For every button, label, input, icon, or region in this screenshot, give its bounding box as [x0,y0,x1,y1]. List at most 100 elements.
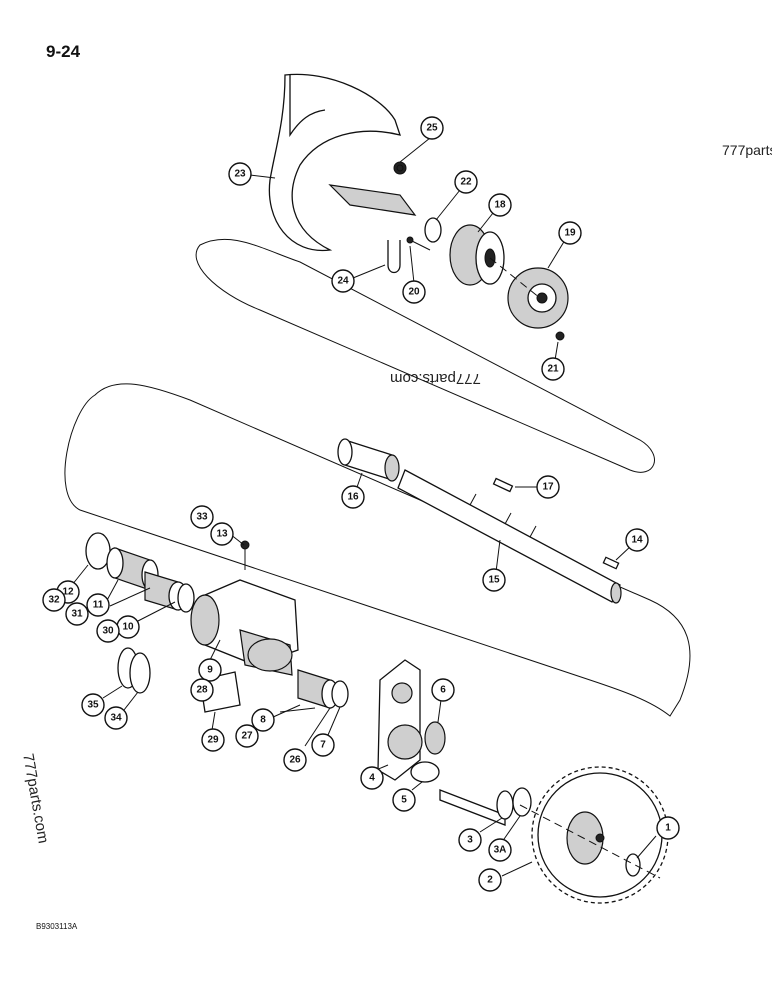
svg-text:14: 14 [631,535,643,546]
callout-14: 14 [625,528,649,552]
callout-6: 6 [431,678,455,702]
callout-33: 33 [190,505,214,529]
large-sprocket-2 [531,766,669,904]
callout-35: 35 [81,693,105,717]
nut-25 [396,164,404,172]
bolt-head [406,236,414,244]
callout-22: 22 [454,170,478,194]
svg-text:31: 31 [71,609,83,620]
svg-text:3: 3 [467,835,473,846]
callout-21: 21 [541,357,565,381]
nut-21 [555,331,565,341]
svg-text:26: 26 [289,755,301,766]
u-bolt [387,240,401,274]
callout-11: 11 [86,593,110,617]
svg-text:16: 16 [347,492,359,503]
arm-4 [377,659,423,781]
watermark-right: 777parts [722,142,772,158]
callout-20: 20 [402,280,426,304]
shaft-15 [397,469,622,604]
callout-9: 9 [198,658,222,682]
snap-ring-1 [625,853,641,877]
callout-4: 4 [360,766,384,790]
seal-7 [331,680,349,708]
callout-24: 24 [331,269,355,293]
svg-text:10: 10 [122,622,134,633]
lower-group-outline [64,383,691,717]
svg-text:30: 30 [102,626,114,637]
callout-16: 16 [341,485,365,509]
sleeve-16 [337,438,400,482]
svg-text:18: 18 [494,200,506,211]
callout-19: 19 [558,221,582,245]
callout-25: 25 [420,116,444,140]
svg-text:21: 21 [547,364,559,375]
svg-text:15: 15 [488,575,500,586]
seal-30 [177,583,195,613]
callout-1: 1 [656,816,680,840]
bearing-18 [449,224,505,286]
callout-15: 15 [482,568,506,592]
svg-text:6: 6 [440,685,446,696]
page-number: 9-24 [46,42,81,61]
svg-text:25: 25 [426,123,438,134]
callout-10: 10 [116,615,140,639]
svg-text:27: 27 [241,731,253,742]
callout-3: 3 [458,828,482,852]
callout-29: 29 [201,728,225,752]
svg-text:7: 7 [320,740,326,751]
callout-32: 32 [42,588,66,612]
svg-text:4: 4 [369,773,375,784]
svg-text:3A: 3A [494,845,507,856]
svg-text:22: 22 [460,177,472,188]
callout-34: 34 [104,706,128,730]
svg-text:2: 2 [487,875,493,886]
key-17 [492,477,514,493]
o-ring-34 [129,652,151,694]
svg-text:8: 8 [260,715,266,726]
washer-22 [424,217,442,243]
callout-31: 31 [65,602,89,626]
callout-23: 23 [228,162,252,186]
svg-text:9: 9 [207,665,213,676]
svg-text:19: 19 [564,228,576,239]
stub-shaft [439,789,506,826]
svg-text:17: 17 [542,482,554,493]
sprocket-19 [507,267,569,329]
callout-8: 8 [251,708,275,732]
callout-30: 30 [96,619,120,643]
callout-7: 7 [311,733,335,757]
svg-text:23: 23 [234,169,246,180]
callout-27: 27 [235,724,259,748]
spline-hub [247,638,293,672]
auger-flighting [268,73,417,252]
collar-6 [424,721,446,755]
leaders [71,137,657,877]
bolt [409,239,431,251]
callout-2: 2 [478,868,502,892]
washer-3a [512,787,532,817]
svg-text:33: 33 [196,512,208,523]
figure-id: B9303113A [36,922,78,931]
svg-text:28: 28 [196,685,208,696]
upper-group-outline [195,238,655,473]
svg-text:35: 35 [87,700,99,711]
svg-text:34: 34 [110,713,122,724]
callout-18: 18 [488,193,512,217]
svg-text:5: 5 [401,795,407,806]
svg-text:12: 12 [62,587,74,598]
washer-3 [496,790,514,820]
svg-text:1: 1 [665,823,671,834]
svg-text:29: 29 [207,735,219,746]
callout-26: 26 [283,748,307,772]
svg-text:13: 13 [216,529,228,540]
callout-5: 5 [392,788,416,812]
callout-17: 17 [536,475,560,499]
callout-13: 13 [210,522,234,546]
key-14 [602,556,620,570]
svg-text:24: 24 [337,276,349,287]
svg-text:20: 20 [408,287,420,298]
svg-text:11: 11 [93,600,104,611]
